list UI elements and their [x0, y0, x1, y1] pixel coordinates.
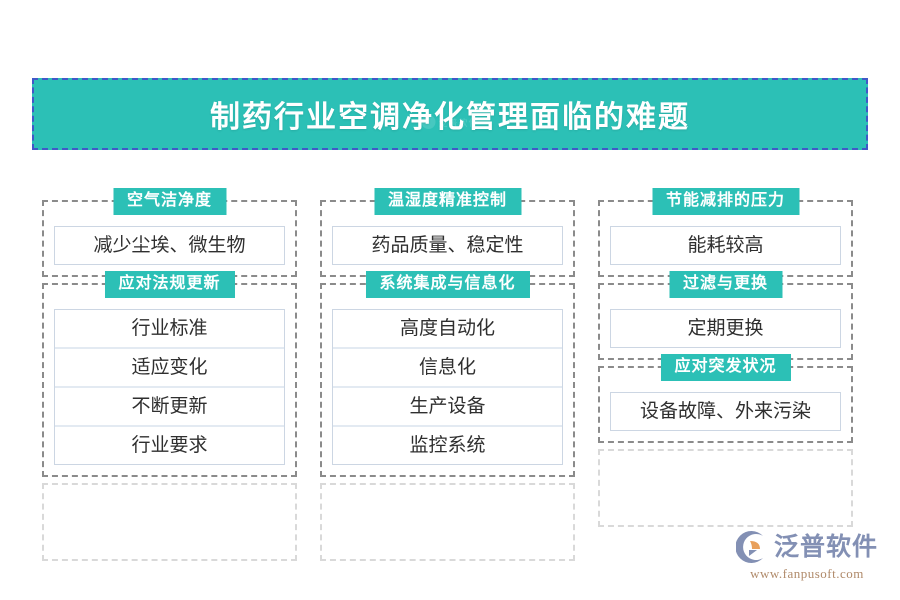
card-item: 能耗较高 — [611, 227, 840, 264]
card-header-badge: 空气洁净度 — [112, 188, 227, 216]
card-header-badge: 过滤与更换 — [668, 271, 783, 299]
page-title: 制药行业空调净化管理面临的难题 — [210, 101, 690, 134]
card-item: 信息化 — [333, 349, 562, 388]
topic-card: 应对突发状况设备故障、外来污染 — [598, 354, 853, 443]
card-header-badge: 应对突发状况 — [660, 354, 791, 382]
empty-placeholder-card — [42, 483, 297, 561]
card-item: 监控系统 — [333, 427, 562, 464]
card-item: 不断更新 — [55, 388, 284, 427]
brand-logo: 泛普软件 www.fanpusoft.com — [735, 531, 878, 582]
card-item-list: 定期更换 — [610, 309, 841, 348]
card-header-badge: 系统集成与信息化 — [365, 271, 530, 299]
topic-card: 空气洁净度减少尘埃、微生物 — [42, 188, 297, 277]
title-banner: 泛普软件 制药行业空调净化管理面临的难题 — [32, 78, 868, 150]
logo-row: 泛普软件 — [735, 531, 878, 563]
card-item-list: 减少尘埃、微生物 — [54, 226, 285, 265]
card-item-list: 设备故障、外来污染 — [610, 392, 841, 431]
fanpu-logo-icon — [735, 531, 768, 563]
card-item: 设备故障、外来污染 — [611, 393, 840, 430]
card-column-2: 温湿度精准控制药品质量、稳定性系统集成与信息化高度自动化信息化生产设备监控系统 — [320, 188, 575, 567]
card-item: 减少尘埃、微生物 — [55, 227, 284, 264]
card-item-list: 高度自动化信息化生产设备监控系统 — [332, 309, 563, 465]
card-column-1: 空气洁净度减少尘埃、微生物应对法规更新行业标准适应变化不断更新行业要求 — [42, 188, 297, 567]
card-header-badge: 节能减排的压力 — [651, 188, 800, 216]
card-header-badge: 温湿度精准控制 — [373, 188, 522, 216]
card-item: 定期更换 — [611, 310, 840, 347]
logo-name: 泛普软件 — [773, 533, 878, 561]
card-column-3: 节能减排的压力能耗较高过滤与更换定期更换应对突发状况设备故障、外来污染 — [598, 188, 853, 533]
topic-card: 应对法规更新行业标准适应变化不断更新行业要求 — [42, 271, 297, 477]
card-item: 适应变化 — [55, 349, 284, 388]
card-item: 行业要求 — [55, 427, 284, 464]
card-item: 生产设备 — [333, 388, 562, 427]
card-item: 药品质量、稳定性 — [333, 227, 562, 264]
topic-card: 系统集成与信息化高度自动化信息化生产设备监控系统 — [320, 271, 575, 477]
card-item-list: 能耗较高 — [610, 226, 841, 265]
card-item-list: 行业标准适应变化不断更新行业要求 — [54, 309, 285, 465]
card-item: 高度自动化 — [333, 310, 562, 349]
empty-placeholder-card — [320, 483, 575, 561]
card-header-badge: 应对法规更新 — [104, 271, 235, 299]
topic-card: 过滤与更换定期更换 — [598, 271, 853, 360]
logo-url: www.fanpusoft.com — [750, 566, 864, 581]
card-item-list: 药品质量、稳定性 — [332, 226, 563, 265]
empty-placeholder-card — [598, 449, 853, 527]
card-item: 行业标准 — [55, 310, 284, 349]
topic-card: 节能减排的压力能耗较高 — [598, 188, 853, 277]
topic-card: 温湿度精准控制药品质量、稳定性 — [320, 188, 575, 277]
